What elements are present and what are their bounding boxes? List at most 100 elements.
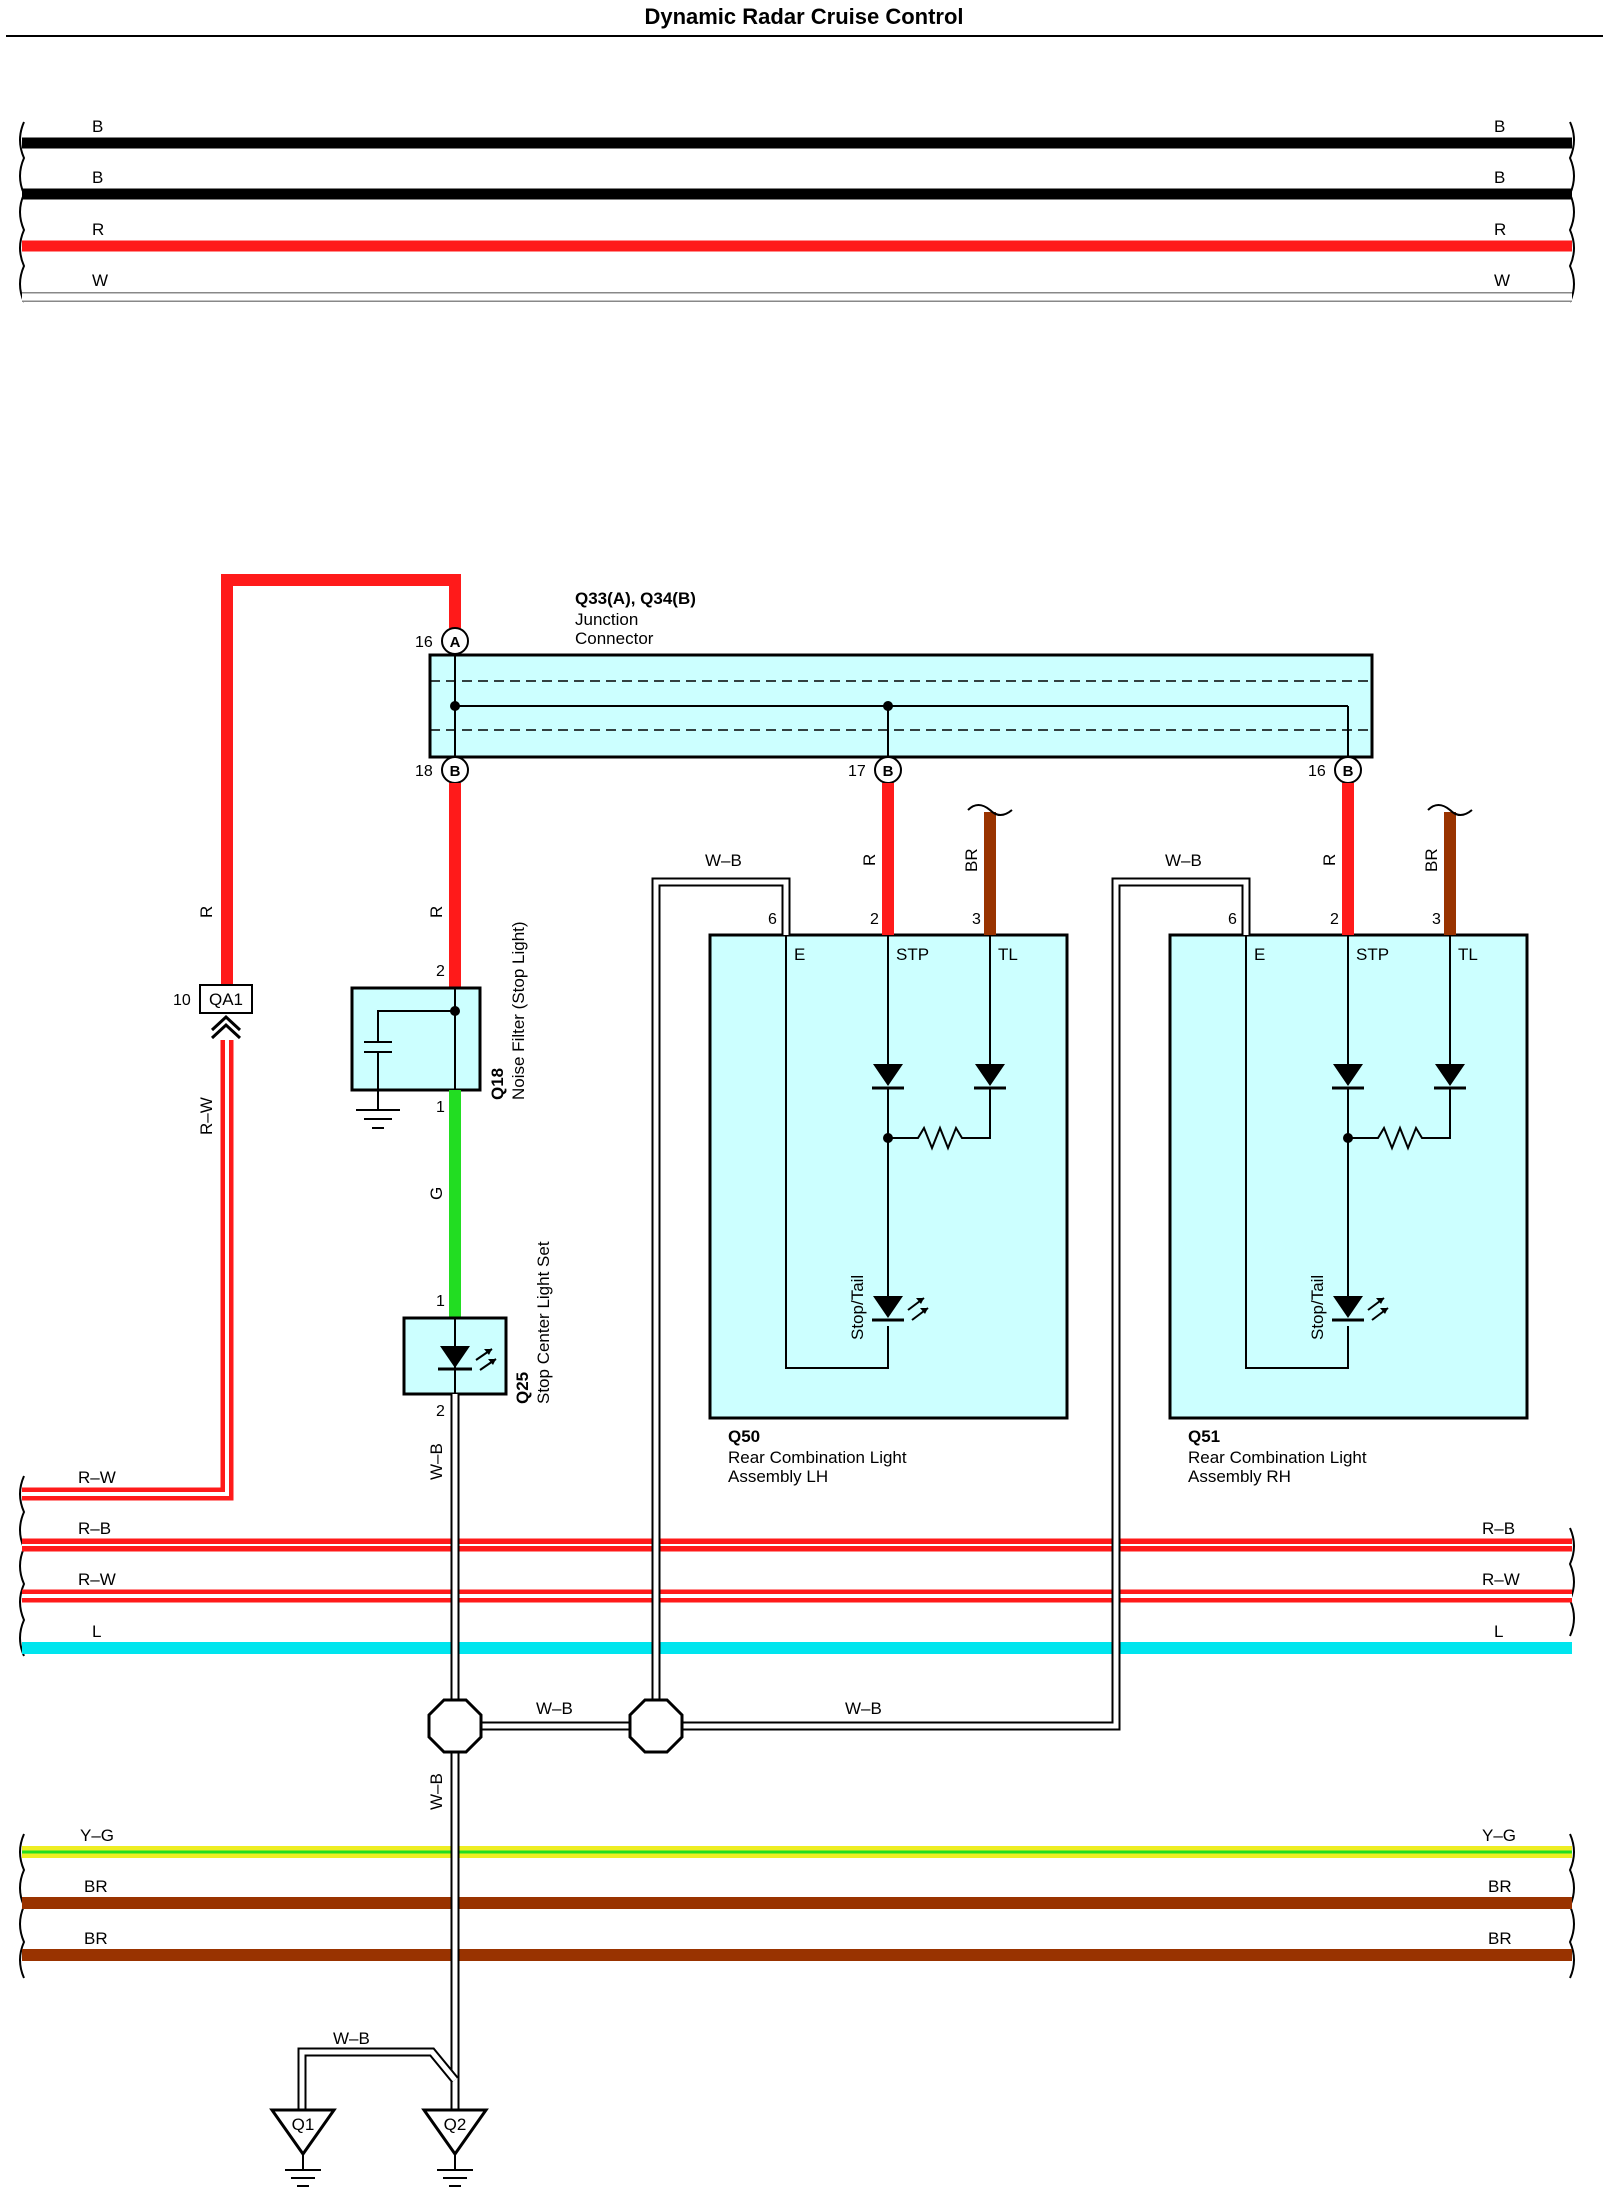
lamp-label: Stop/Tail (848, 1275, 867, 1340)
wire-rw-stripe (22, 1040, 229, 1496)
q51-line1: Rear Combination Light (1188, 1448, 1367, 1467)
q25-name: Stop Center Light Set (534, 1241, 553, 1404)
bus-break-right (1568, 121, 1575, 303)
splice-joint (628, 1698, 684, 1754)
wire-label-left: Y–G (80, 1826, 114, 1845)
q18-pin-bottom: 1 (436, 1099, 445, 1116)
wire-label-wb: W–B (1165, 851, 1202, 870)
label-tl: TL (998, 945, 1018, 964)
splice-dot (883, 701, 893, 711)
wire-break-mark (967, 804, 1013, 816)
wire-r-qa1-to-junction (221, 574, 461, 985)
wire-label-r: R (1320, 854, 1339, 866)
wire-wb-q50-inner (653, 879, 789, 1726)
wire-label-br: BR (1422, 848, 1441, 872)
led-icon (1333, 1296, 1363, 1318)
wire-label-left: R–W (78, 1570, 116, 1589)
wire-label-wb: W–B (333, 2029, 370, 2048)
pin-e: 6 (1228, 911, 1237, 928)
wire-rw-qa1 (22, 1040, 234, 1501)
splice-dot (1343, 1133, 1353, 1143)
resistor-icon (887, 1088, 991, 1296)
q25-pin-top: 1 (436, 1293, 445, 1310)
wire-label-left: B (92, 168, 103, 187)
bus-break-right (1568, 1527, 1575, 1637)
wire-label-left: R–B (78, 1519, 111, 1538)
pin-letter: A (450, 634, 461, 651)
wire-label-right: R–W (1482, 1570, 1520, 1589)
q18-name: Noise Filter (Stop Light) (509, 921, 528, 1100)
resistor-icon (1347, 1088, 1451, 1296)
led-icon (440, 1346, 470, 1368)
wire-label-left: R–W (78, 1468, 116, 1487)
wire-wb-q1 (297, 2047, 459, 2112)
pin-number: 18 (415, 763, 433, 780)
wire-label-left: W (92, 271, 108, 290)
led-icon (873, 1296, 903, 1318)
mid-bus: R–W R–B R–B R–W R–W L L (19, 1468, 1575, 1657)
bus-break-left (19, 121, 26, 303)
label-e: E (794, 945, 805, 964)
lamp-label: Stop/Tail (1308, 1275, 1327, 1340)
wire-label-right: L (1494, 1622, 1503, 1641)
ground-q2: Q2 (421, 2108, 489, 2187)
pin-17b: B 17 (848, 756, 902, 784)
diode-icon (873, 1064, 1005, 1086)
wire-label-right: R (1494, 220, 1506, 239)
q50-internal (785, 935, 991, 1369)
qa1-pin: 10 (173, 992, 191, 1009)
pin-18b: B 18 (415, 756, 469, 784)
wire-label-r: R (860, 854, 879, 866)
splice-dot (450, 701, 460, 711)
junction-line1: Junction (575, 610, 638, 629)
qa1-code: QA1 (209, 990, 243, 1009)
ground-triangle (421, 2108, 489, 2157)
wire-label-left: L (92, 1622, 101, 1641)
wire-label-left: BR (84, 1877, 108, 1896)
q51-internal (1245, 935, 1451, 1369)
led-ray-heads (1376, 1298, 1388, 1314)
pin-16b: B 16 (1308, 756, 1362, 784)
ground-icon (437, 2154, 473, 2187)
wire-label-rw: R–W (197, 1097, 216, 1135)
junction-code: Q33(A), Q34(B) (575, 589, 696, 608)
ground-q1: Q1 (269, 2108, 337, 2187)
pin-letter: B (1343, 763, 1354, 780)
q25-code: Q25 (513, 1372, 532, 1404)
connector-qa1: QA1 10 (173, 984, 253, 1040)
wire-label-wb: W–B (536, 1699, 573, 1718)
rear-combination-rh-q51: R BR 6 2 3 E STP TL Stop/Tail Q51 Rear C… (1168, 783, 1529, 1486)
wire-label-wb: W–B (427, 1773, 446, 1810)
wire-label-right: B (1494, 168, 1505, 187)
q18-pin-top: 2 (436, 963, 445, 980)
q25-pin-bottom: 2 (436, 1403, 445, 1420)
label-tl: TL (1458, 945, 1478, 964)
led-ray-heads (916, 1298, 928, 1314)
splice-dot (883, 1133, 893, 1143)
qa1-chevron (210, 1014, 242, 1040)
wire-wb-cross-inner (452, 1530, 1119, 1660)
ground-icon (356, 1109, 400, 1129)
q51-code: Q51 (1188, 1427, 1220, 1446)
wire-label-wb: W–B (705, 851, 742, 870)
q50-line2: Assembly LH (728, 1467, 828, 1486)
wire-wb-q51-inner (660, 879, 1249, 1729)
capacitor-symbol (364, 1010, 455, 1110)
noise-filter-q18: 2 1 Q18 Noise Filter (Stop Light) (350, 921, 528, 1129)
pin-e: 6 (768, 911, 777, 928)
pin-tl: 3 (1432, 911, 1441, 928)
wire-label-r: R (427, 906, 446, 918)
top-bus: B B B B R R W W (19, 117, 1575, 303)
wire-label-right: BR (1488, 1929, 1512, 1948)
label-stp: STP (1356, 945, 1389, 964)
q18-code: Q18 (488, 1068, 507, 1100)
wire-label-left: BR (84, 1929, 108, 1948)
q50-code: Q50 (728, 1427, 760, 1446)
pin-tl: 3 (972, 911, 981, 928)
ground-triangle (269, 2108, 337, 2157)
wire-label-left: B (92, 117, 103, 136)
q50-line1: Rear Combination Light (728, 1448, 907, 1467)
wire-label-right: B (1494, 117, 1505, 136)
pin-stp: 2 (870, 911, 879, 928)
